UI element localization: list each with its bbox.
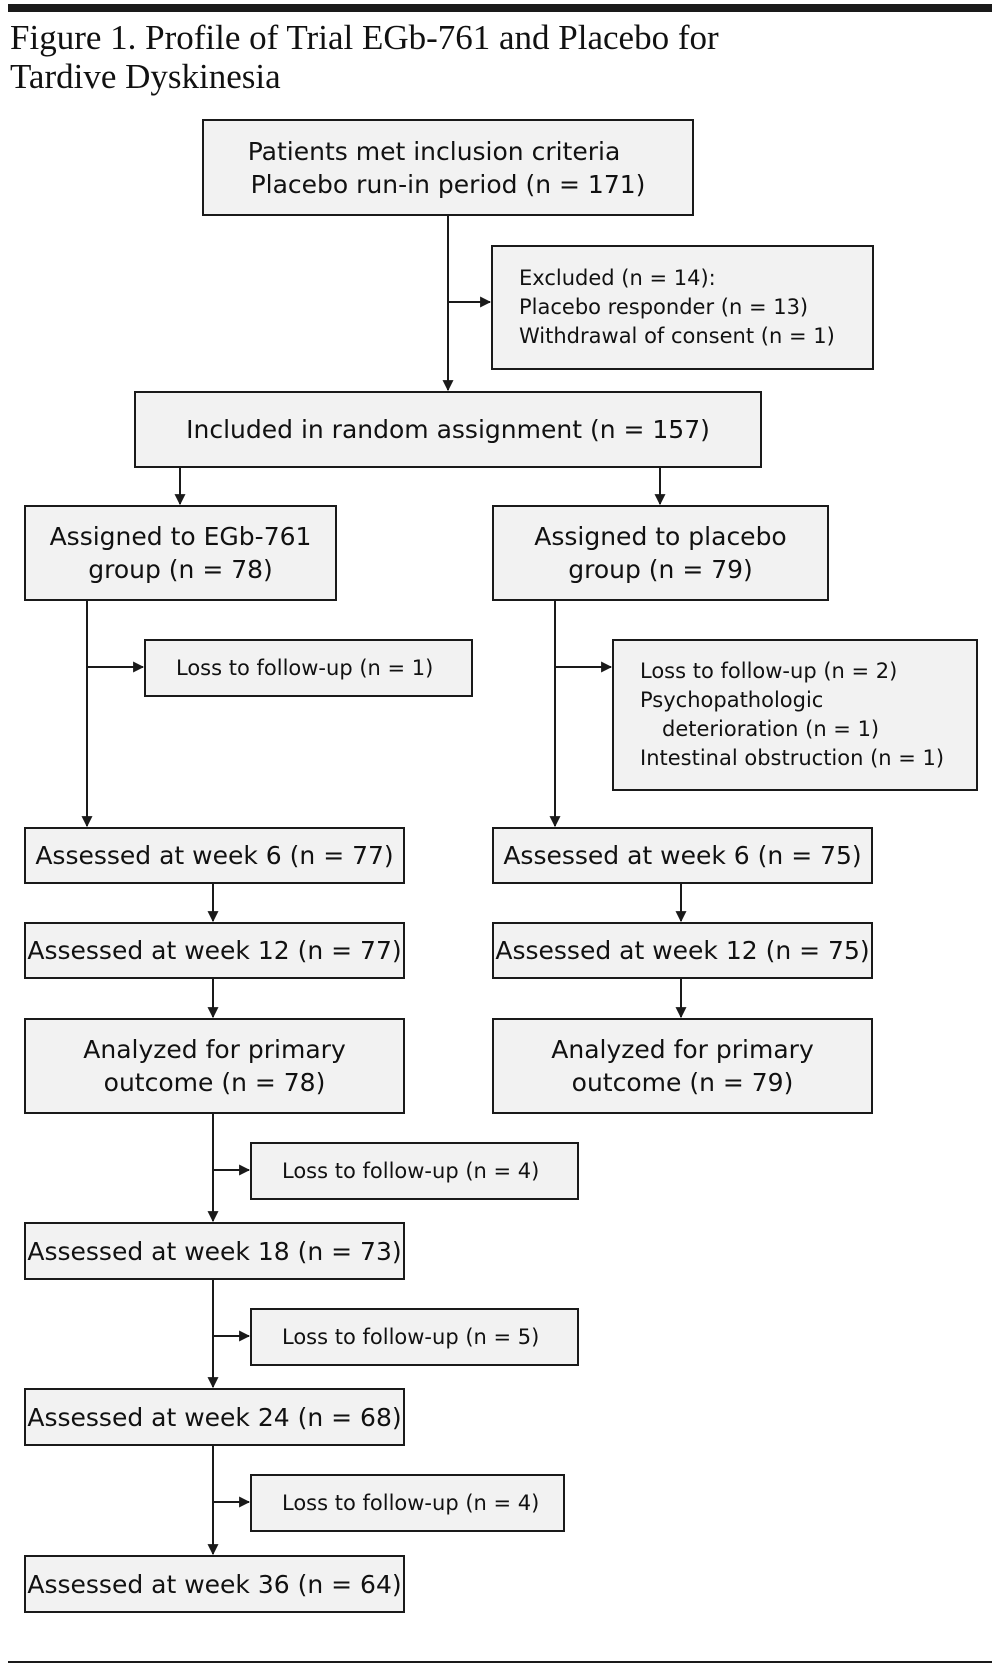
excluded-line-2: Placebo responder (n = 13): [519, 295, 809, 319]
egb-analyzed-box: Analyzed for primary outcome (n = 78): [24, 1018, 405, 1114]
egb-week6-text: Assessed at week 6 (n = 77): [35, 841, 394, 870]
egb-week18-text: Assessed at week 18 (n = 73): [27, 1236, 402, 1266]
placebo-analyzed-line-1: Analyzed for primary: [551, 1035, 814, 1064]
egb-loss-after-week18-text: Loss to follow-up (n = 5): [282, 1324, 540, 1349]
egb-loss-after-week24-text: Loss to follow-up (n = 4): [282, 1490, 540, 1515]
randomized-box: Included in random assignment (n = 157): [134, 391, 762, 468]
placebo-loss-box: Loss to follow-up (n = 2) Psychopatholog…: [612, 639, 978, 791]
figure-title-line-1: Figure 1. Profile of Trial EGb-761 and P…: [10, 18, 719, 57]
egb-loss-after-week18-box: Loss to follow-up (n = 5): [250, 1308, 579, 1366]
egb-week12-text: Assessed at week 12 (n = 77): [27, 936, 402, 965]
randomized-line-1: Included in random assignment (n = 157): [186, 415, 710, 444]
egb-analyzed-line-2: outcome (n = 78): [103, 1068, 326, 1097]
egb-week36-text: Assessed at week 36 (n = 64): [27, 1569, 402, 1599]
placebo-group-line-2: group (n = 79): [568, 555, 753, 584]
placebo-week12-text: Assessed at week 12 (n = 75): [495, 936, 870, 965]
figure-title: Figure 1. Profile of Trial EGb-761 and P…: [10, 18, 910, 96]
egb-group-box: Assigned to EGb-761 group (n = 78): [24, 505, 337, 601]
egb-loss-after-primary-box: Loss to follow-up (n = 4): [250, 1142, 579, 1200]
egb-loss-after-primary-text: Loss to follow-up (n = 4): [282, 1158, 540, 1183]
excluded-box: Excluded (n = 14): Placebo responder (n …: [491, 245, 874, 370]
placebo-loss-line-4: Intestinal obstruction (n = 1): [640, 746, 945, 770]
placebo-week12-box: Assessed at week 12 (n = 75): [492, 922, 873, 979]
egb-week24-text: Assessed at week 24 (n = 68): [27, 1402, 402, 1432]
egb-loss-after-week24-box: Loss to follow-up (n = 4): [250, 1474, 565, 1532]
inclusion-line-2: Placebo run-in period (n = 171): [250, 169, 646, 199]
egb-group-line-1: Assigned to EGb-761: [49, 522, 312, 551]
egb-loss-text: Loss to follow-up (n = 1): [176, 655, 434, 680]
figure-title-line-2: Tardive Dyskinesia: [10, 57, 281, 96]
inclusion-line-1: Patients met inclusion criteria: [247, 136, 621, 166]
placebo-week6-text: Assessed at week 6 (n = 75): [503, 841, 862, 870]
placebo-group-box: Assigned to placebo group (n = 79): [492, 505, 829, 601]
placebo-analyzed-line-2: outcome (n = 79): [571, 1068, 794, 1097]
egb-week36-box: Assessed at week 36 (n = 64): [24, 1555, 405, 1613]
placebo-loss-line-1: Loss to follow-up (n = 2): [640, 659, 898, 683]
egb-week6-box: Assessed at week 6 (n = 77): [24, 827, 405, 884]
top-rule: [8, 4, 992, 12]
excluded-line-1: Excluded (n = 14):: [519, 266, 716, 290]
egb-week24-box: Assessed at week 24 (n = 68): [24, 1388, 405, 1446]
egb-week18-box: Assessed at week 18 (n = 73): [24, 1222, 405, 1280]
egb-group-line-2: group (n = 78): [88, 555, 273, 584]
egb-analyzed-line-1: Analyzed for primary: [83, 1035, 346, 1064]
excluded-line-3: Withdrawal of consent (n = 1): [519, 324, 835, 348]
egb-loss-box: Loss to follow-up (n = 1): [144, 639, 473, 697]
placebo-loss-line-3: deterioration (n = 1): [662, 717, 880, 741]
bottom-rule: [8, 1661, 992, 1663]
placebo-group-line-1: Assigned to placebo: [534, 522, 787, 551]
placebo-analyzed-box: Analyzed for primary outcome (n = 79): [492, 1018, 873, 1114]
egb-week12-box: Assessed at week 12 (n = 77): [24, 922, 405, 979]
placebo-week6-box: Assessed at week 6 (n = 75): [492, 827, 873, 884]
placebo-loss-line-2: Psychopathologic: [640, 688, 824, 712]
inclusion-box: Patients met inclusion criteria Placebo …: [202, 119, 694, 216]
